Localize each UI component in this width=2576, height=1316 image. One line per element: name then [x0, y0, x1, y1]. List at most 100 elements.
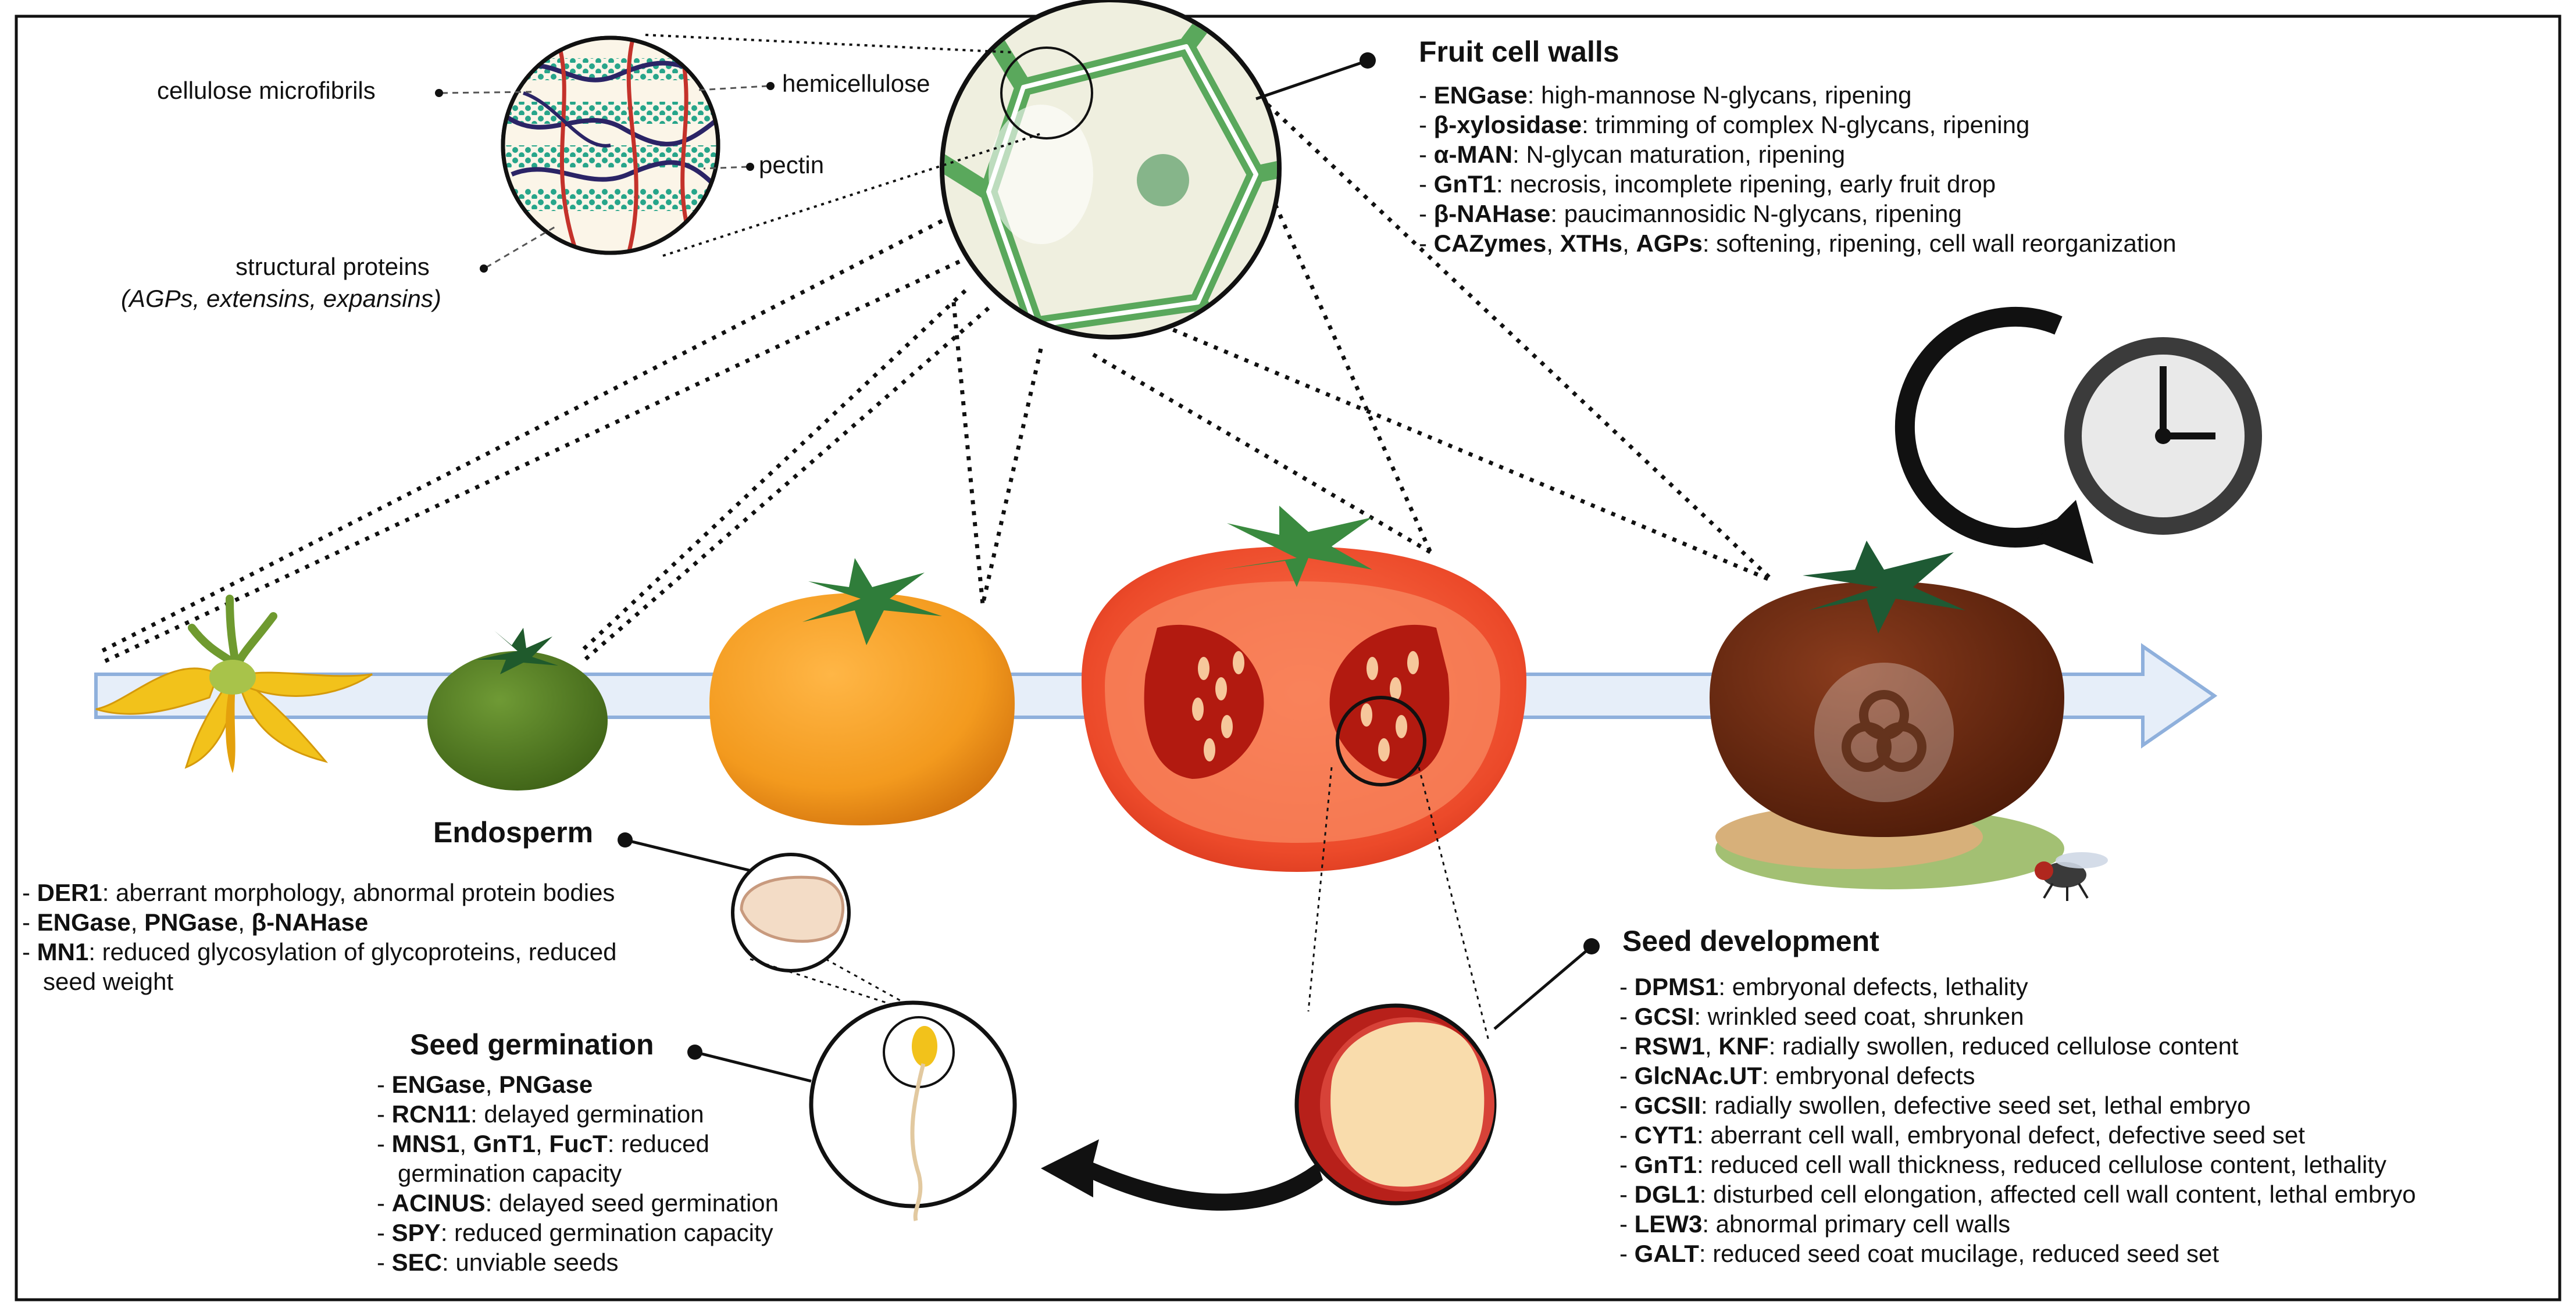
gene-name: GnT1 [473, 1130, 536, 1157]
gene-effect: : radially swollen, defective seed set, … [1701, 1092, 2251, 1119]
gene-name: CYT1 [1634, 1121, 1697, 1149]
gene-name: β-xylosidase [1433, 111, 1582, 138]
label-pectin: pectin [759, 151, 825, 178]
gene-effect: : reduced glycosylation of glycoproteins… [88, 938, 617, 965]
gene-name: ENGase [1433, 81, 1528, 109]
gene-name: ENGase [37, 909, 131, 936]
gene-name: FucT [549, 1130, 608, 1157]
seed-development-title: Seed development [1622, 925, 1879, 957]
gene-name: GnT1 [1634, 1151, 1697, 1178]
gene-name: MN1 [37, 938, 89, 965]
seed-development-item: - GCSII: radially swollen, defective see… [1619, 1092, 2251, 1119]
seed-germination-item: - ENGase, PNGase [377, 1071, 593, 1098]
gene-name: β-NAHase [251, 909, 369, 936]
gene-effect: : disturbed cell elongation, affected ce… [1699, 1181, 2416, 1208]
endosperm-list: - DER1: aberrant morphology, abnormal pr… [22, 878, 617, 996]
red-tomato-halved-icon [1082, 506, 1526, 872]
gene-name: PNGase [144, 909, 238, 936]
endosperm-item: - MN1: reduced glycosylation of glycopro… [22, 938, 617, 965]
gene-name: β-NAHase [1433, 200, 1551, 227]
gene-name: RCN11 [391, 1100, 471, 1128]
callout-dots [435, 82, 775, 273]
seed-development-item: - LEW3: abnormal primary cell walls [1619, 1210, 2011, 1238]
gene-name: α-MAN [1433, 141, 1513, 168]
fruit-cell-walls-item: - β-NAHase: paucimannosidic N-glycans, r… [1419, 200, 1962, 227]
gene-effect: : delayed germination [470, 1100, 704, 1128]
gene-effect: : high-mannose N-glycans, ripening [1527, 81, 1912, 109]
orange-tomato-icon [709, 558, 1015, 825]
gene-name: DER1 [37, 879, 102, 906]
gene-name: PNGase [499, 1071, 593, 1098]
fruit-cell-walls-item: - β-xylosidase: trimming of complex N-gl… [1419, 111, 2030, 138]
seed-development-item: - RSW1, KNF: radially swollen, reduced c… [1619, 1032, 2239, 1060]
gene-name: GALT [1634, 1240, 1699, 1267]
flower-icon [95, 595, 373, 773]
seed-development-item: - DGL1: disturbed cell elongation, affec… [1619, 1181, 2416, 1208]
seed-germination-title: Seed germination [410, 1028, 654, 1061]
endosperm-seed-magnified [618, 832, 931, 1018]
gene-name: SPY [391, 1219, 441, 1246]
green-tomato-icon [427, 628, 608, 791]
seed-development-item: - GALT: reduced seed coat mucilage, redu… [1619, 1240, 2220, 1267]
seed-development-item: - GlcNAc.UT: embryonal defects [1619, 1062, 1975, 1089]
figure-border [15, 15, 2561, 1301]
gene-name: KNF [1718, 1032, 1769, 1060]
seed-germination-item: - ACINUS: delayed seed germination [377, 1189, 779, 1217]
label-structural-proteins-examples: (AGPs, extensins, expansins) [121, 285, 441, 312]
fly-icon [2035, 852, 2108, 901]
endosperm-title: Endosperm [433, 816, 594, 849]
gene-name: RSW1 [1634, 1032, 1706, 1060]
seed-germination-item: - SPY: reduced germination capacity [377, 1219, 773, 1246]
fruit-cell-walls-item: - ENGase: high-mannose N-glycans, ripeni… [1419, 81, 1912, 109]
seed-germination-list: - ENGase, PNGase- RCN11: delayed germina… [377, 1070, 779, 1277]
clock-icon [1894, 306, 2262, 564]
gene-effect: : reduced seed coat mucilage, reduced se… [1699, 1240, 2220, 1267]
fruit-cell-walls-item: - GnT1: necrosis, incomplete ripening, e… [1419, 170, 1996, 198]
gene-effect: : abnormal primary cell walls [1702, 1210, 2011, 1238]
endosperm-item: - ENGase, PNGase, β-NAHase [22, 909, 369, 936]
label-cellulose-microfibrils: cellulose microfibrils [157, 77, 376, 104]
gene-effect: : reduced [607, 1130, 709, 1157]
gene-effect: : embryonal defects [1762, 1062, 1975, 1089]
gene-name: GnT1 [1433, 170, 1496, 198]
gene-name: DGL1 [1634, 1181, 1700, 1208]
gene-name: MNS1 [391, 1130, 460, 1157]
seedling-magnified [687, 1000, 1017, 1221]
gene-effect: : radially swollen, reduced cellulose co… [1768, 1032, 2239, 1060]
gene-effect: : softening, ripening, cell wall reorgan… [1702, 230, 2177, 257]
seed-development-list: - DPMS1: embryonal defects, lethality - G… [1619, 972, 2416, 1268]
gene-effect: : embryonal defects, lethality [1718, 973, 2028, 1000]
gene-name: GCSI [1634, 1003, 1694, 1030]
gene-effect: : trimming of complex N-glycans, ripenin… [1582, 111, 2030, 138]
fruit-cell-wall-magnified [940, 0, 1282, 339]
gene-name: GCSII [1634, 1092, 1701, 1119]
rotten-tomato-icon [1710, 541, 2108, 901]
gene-effect-continued: seed weight [43, 968, 174, 995]
gene-effect: : unviable seeds [442, 1249, 619, 1276]
gene-effect: : N-glycan maturation, ripening [1512, 141, 1846, 168]
fruit-cell-walls-list: - ENGase: high-mannose N-glycans, ripeni… [1419, 80, 2177, 258]
gene-name: XTHs [1560, 230, 1623, 257]
fruit-cell-walls-title: Fruit cell walls [1419, 35, 1619, 68]
endosperm-item: - DER1: aberrant morphology, abnormal pr… [22, 879, 615, 906]
cell-wall-components-zoom [501, 34, 1041, 257]
gene-effect-continued: germination capacity [398, 1160, 622, 1187]
seed-development-magnified [1294, 767, 1600, 1206]
gene-effect: : wrinkled seed coat, shrunken [1694, 1003, 2024, 1030]
gene-effect: : aberrant morphology, abnormal protein … [102, 879, 615, 906]
seed-development-item: - GCSI: wrinkled seed coat, shrunken [1619, 1003, 2024, 1030]
gene-name: GlcNAc.UT [1634, 1062, 1762, 1089]
fruit-cell-walls-item: - CAZymes, XTHs, AGPs: softening, ripeni… [1419, 230, 2177, 257]
cell-connector-lines [101, 103, 1775, 665]
gene-effect: : aberrant cell wall, embryonal defect, … [1697, 1121, 2305, 1149]
seed-germination-item: - SEC: unviable seeds [377, 1249, 619, 1276]
seed-development-item: - DPMS1: embryonal defects, lethality [1619, 973, 2028, 1000]
label-structural-proteins: structural proteins [236, 253, 430, 280]
gene-name: AGPs [1636, 230, 1703, 257]
gene-effect: : delayed seed germination [485, 1189, 779, 1217]
fruit-cell-walls-pointer [1255, 59, 1367, 101]
gene-name: CAZymes [1433, 230, 1547, 257]
gene-name: DPMS1 [1634, 973, 1719, 1000]
label-hemicellulose: hemicellulose [782, 70, 930, 97]
gene-name: ACINUS [391, 1189, 486, 1217]
